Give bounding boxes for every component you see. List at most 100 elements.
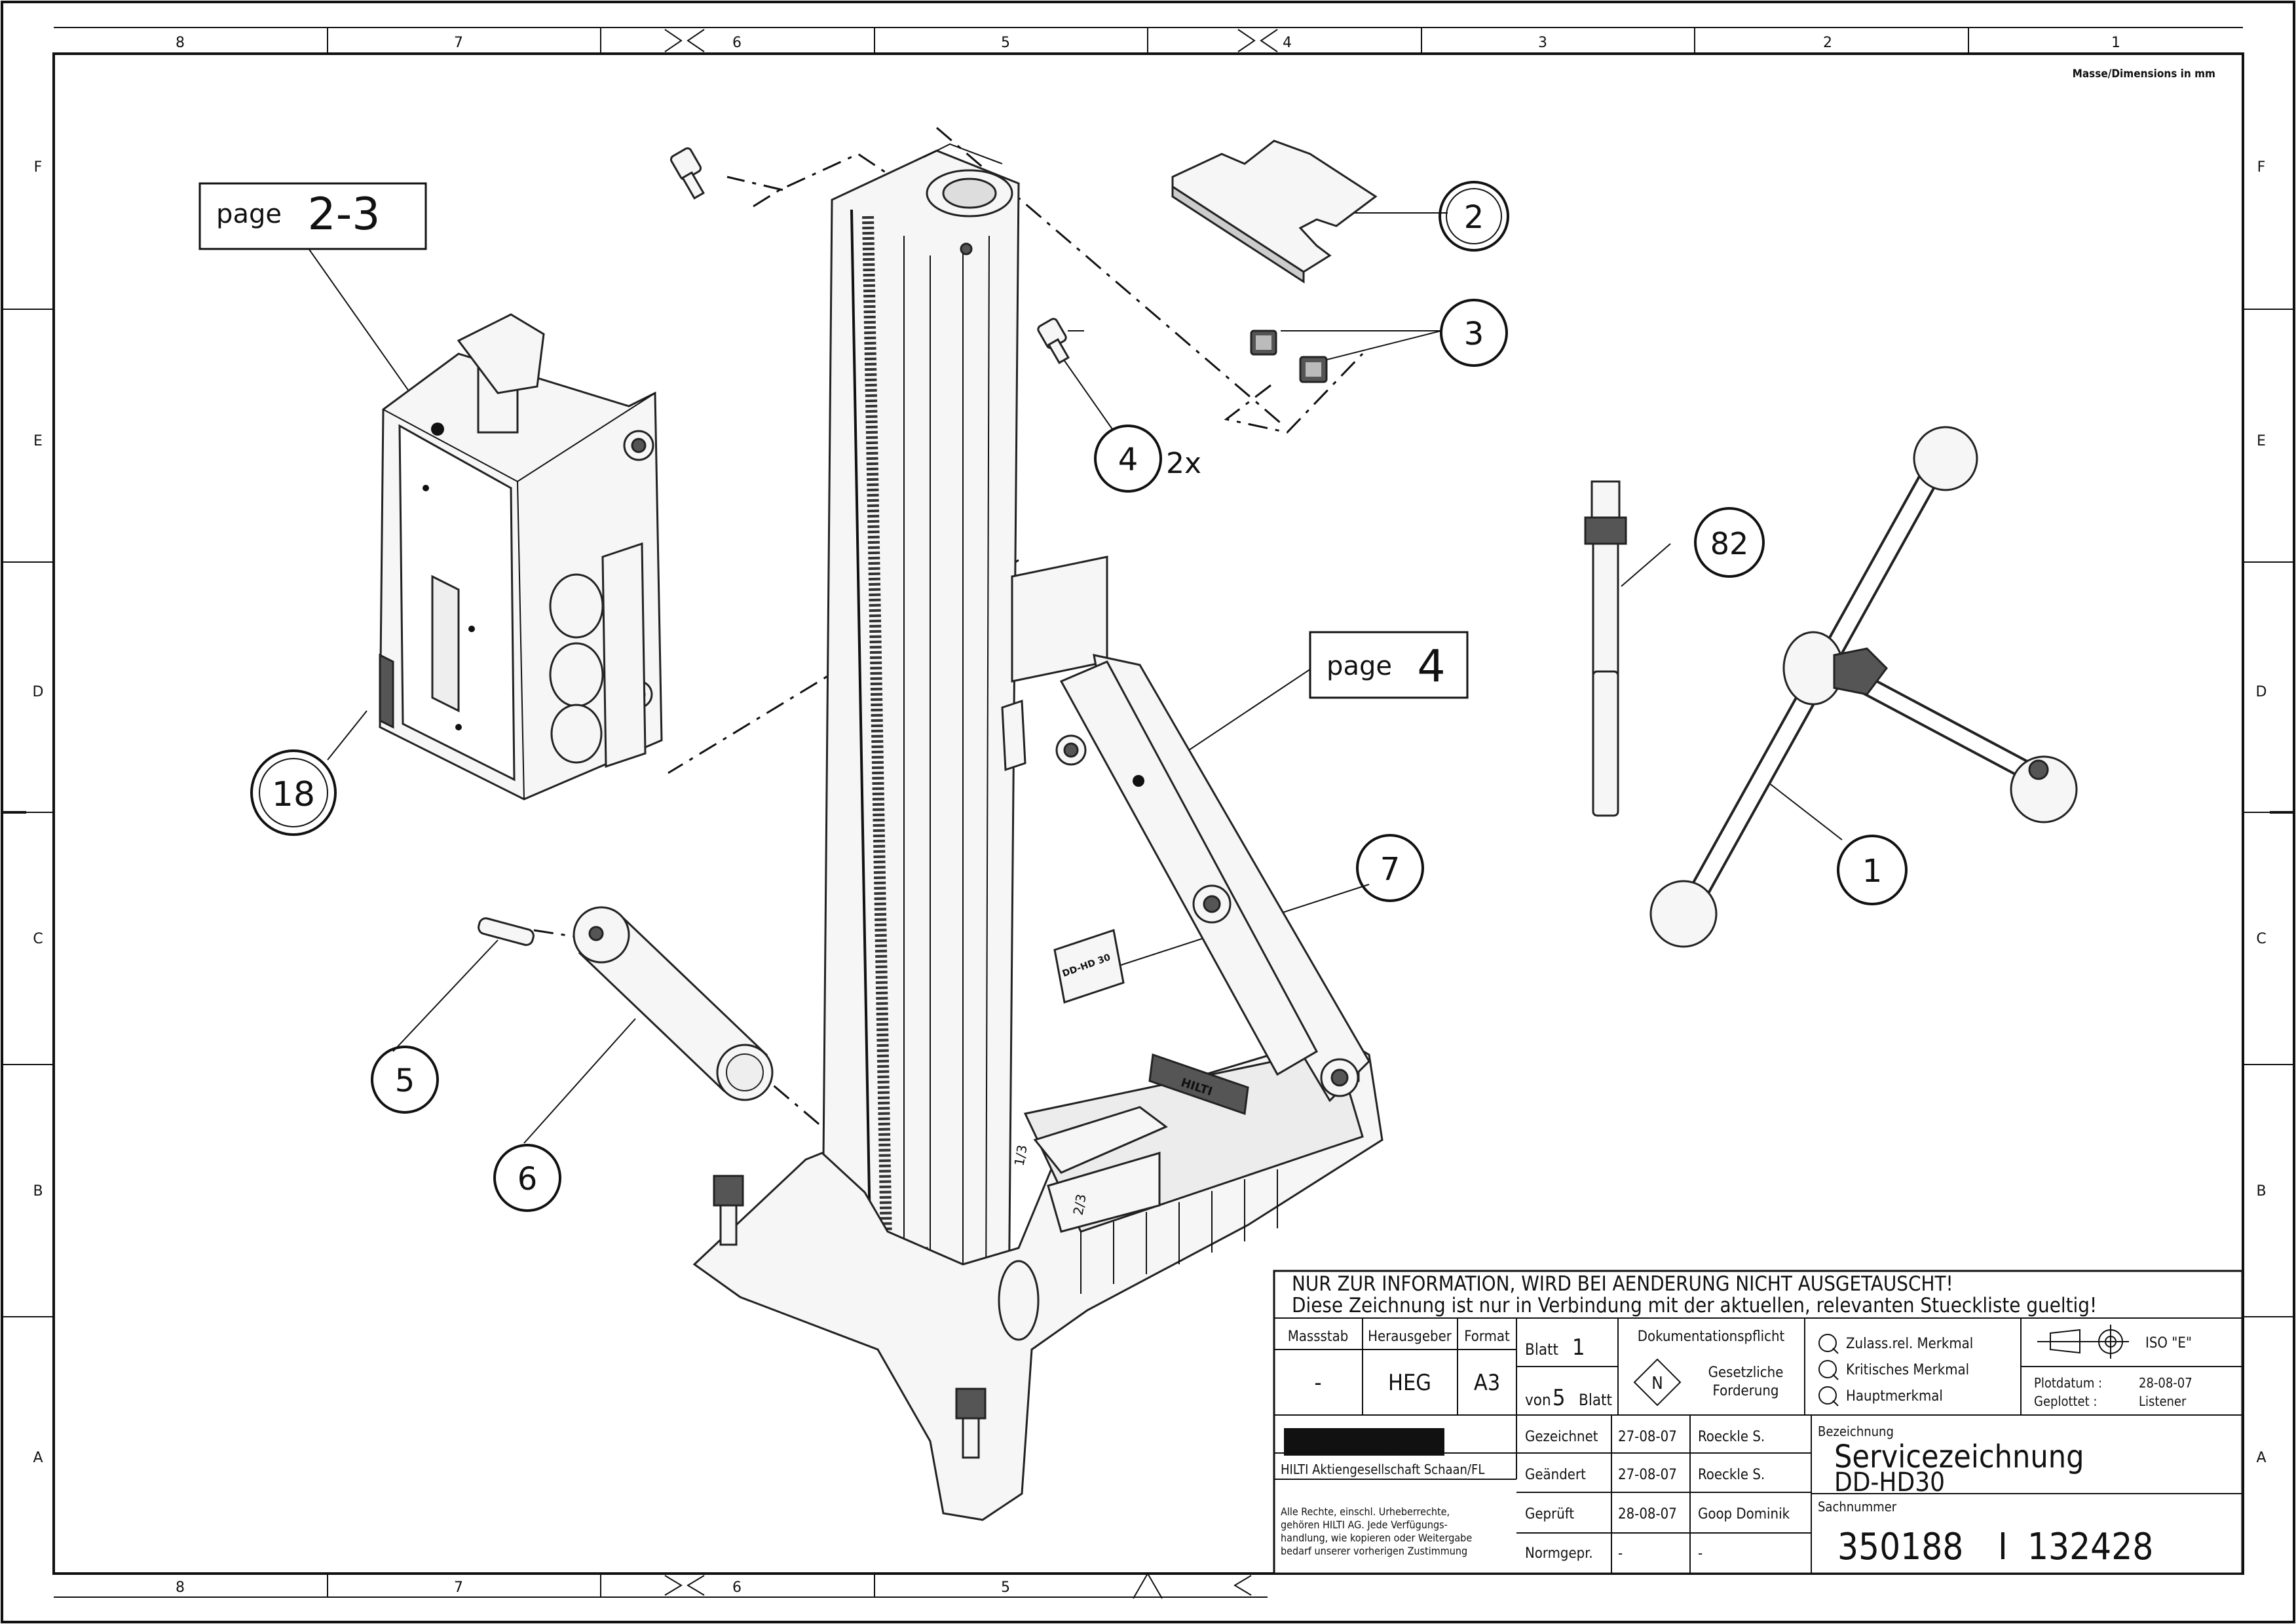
format-value: A3 bbox=[1474, 1370, 1500, 1396]
row-date: - bbox=[1618, 1545, 1623, 1562]
dokumentationspflicht-text: Forderung bbox=[1713, 1383, 1779, 1399]
merkmal-item: Zulass.rel. Merkmal bbox=[1846, 1336, 1973, 1352]
scale-mark: 2/3 bbox=[1070, 1193, 1089, 1217]
column-number: 7 bbox=[454, 1579, 463, 1596]
column-number: 6 bbox=[732, 35, 742, 51]
row-letter: C bbox=[33, 931, 43, 947]
support-arm: DD-HD 30 bbox=[1001, 556, 1370, 1103]
page-ref-label: page bbox=[1327, 651, 1392, 681]
row-name: - bbox=[1698, 1545, 1703, 1562]
lever-rod bbox=[1584, 480, 1627, 817]
von-value: 5 bbox=[1553, 1385, 1565, 1411]
row-date: 27-08-07 bbox=[1618, 1467, 1677, 1483]
sachnummer-1: 350188 bbox=[1837, 1526, 1963, 1568]
merkmal-item: Kritisches Merkmal bbox=[1846, 1362, 1969, 1378]
column-number: 5 bbox=[1001, 35, 1010, 51]
title-block: NUR ZUR INFORMATION, WIRD BEI AENDERUNG … bbox=[1273, 1270, 2244, 1575]
row-name: Roeckle S. bbox=[1698, 1429, 1765, 1445]
rights-notice: handlung, wie kopieren oder Weitergabe bbox=[1281, 1532, 1472, 1544]
blatt-label: Blatt bbox=[1525, 1340, 1558, 1359]
rights-notice: Alle Rechte, einschl. Urheberrechte, bbox=[1281, 1505, 1450, 1518]
page-ref-number: 2-3 bbox=[307, 189, 380, 240]
dokumentationspflicht-label: Dokumentationspflicht bbox=[1638, 1329, 1785, 1345]
callout-number: 5 bbox=[395, 1063, 415, 1099]
carriage-assembly bbox=[379, 313, 663, 801]
logo-text: HILTI bbox=[1325, 1429, 1402, 1454]
row-letter: E bbox=[33, 433, 43, 449]
blatt-value: 1 bbox=[1572, 1334, 1585, 1361]
rights-notice: bedarf unserer vorherigen Zustimmung bbox=[1281, 1545, 1467, 1557]
row-name: Goop Dominik bbox=[1698, 1506, 1790, 1522]
row-letter: C bbox=[2256, 931, 2266, 947]
callout-quantity: 2x bbox=[1166, 447, 1201, 480]
row-label: Gezeichnet bbox=[1525, 1429, 1598, 1445]
row-letter: F bbox=[2257, 159, 2266, 176]
company-name: HILTI Aktiengesellschaft Schaan/FL bbox=[1281, 1462, 1484, 1477]
merkmal-item: Hauptmerkmal bbox=[1846, 1388, 1943, 1405]
column-number: 6 bbox=[732, 1579, 742, 1596]
row-letter: B bbox=[33, 1183, 43, 1199]
callout-1: 1 bbox=[1837, 835, 1908, 905]
column-number: 2 bbox=[1823, 35, 1832, 51]
callout-4: 4 2x bbox=[1094, 425, 1201, 493]
callout-number: 3 bbox=[1464, 316, 1484, 352]
column-number: 8 bbox=[176, 1579, 185, 1596]
plotdatum-label: Plotdatum : bbox=[2034, 1375, 2102, 1391]
callout-number: 18 bbox=[272, 775, 315, 814]
massstab-value: - bbox=[1314, 1370, 1321, 1396]
callout-82: 82 bbox=[1694, 507, 1765, 578]
row-date: 28-08-07 bbox=[1618, 1506, 1677, 1522]
bezeichnung-label: Bezeichnung bbox=[1818, 1424, 1894, 1439]
von-suffix: Blatt bbox=[1579, 1391, 1612, 1409]
notice-line-2: Diese Zeichnung ist nur in Verbindung mi… bbox=[1292, 1294, 2097, 1317]
pin-and-sleeve bbox=[478, 906, 774, 1101]
column-number: 3 bbox=[1538, 35, 1547, 51]
geplottet-label: Geplottet : bbox=[2034, 1393, 2097, 1409]
callout-3: 3 bbox=[1440, 299, 1508, 367]
page-ref-4[interactable]: page 4 bbox=[1309, 631, 1469, 699]
bezeichnung-title: Servicezeichnung bbox=[1834, 1439, 2084, 1475]
callout-18: 18 bbox=[250, 749, 337, 836]
column-number: 5 bbox=[1001, 1579, 1010, 1596]
dokumentationspflicht-symbol: N bbox=[1651, 1374, 1663, 1393]
column-number: 1 bbox=[2111, 35, 2120, 51]
dokumentationspflicht-text: Gesetzliche bbox=[1708, 1365, 1784, 1381]
row-letter: D bbox=[2256, 684, 2267, 700]
callout-number: 7 bbox=[1380, 851, 1401, 888]
row-label: Normgepr. bbox=[1525, 1545, 1593, 1562]
cover-plate bbox=[1171, 140, 1378, 284]
herausgeber-value: HEG bbox=[1388, 1370, 1431, 1396]
projection-symbol-icon bbox=[2037, 1325, 2129, 1359]
callout-number: 6 bbox=[518, 1161, 538, 1198]
nut-parts bbox=[1250, 330, 1328, 383]
callout-7: 7 bbox=[1356, 834, 1424, 902]
callout-number: 1 bbox=[1862, 853, 1883, 890]
sachnummer-2: 132428 bbox=[2027, 1526, 2153, 1568]
hilti-logo: HILTI bbox=[1284, 1428, 1444, 1456]
callout-number: 2 bbox=[1464, 199, 1484, 236]
iso-label: ISO "E" bbox=[2145, 1335, 2192, 1351]
top-screws bbox=[669, 147, 1070, 364]
units-note: Masse/Dimensions in mm bbox=[2073, 67, 2215, 81]
callout-2: 2 bbox=[1439, 181, 1509, 252]
page-ref-label: page bbox=[216, 199, 282, 229]
callout-6: 6 bbox=[493, 1144, 561, 1212]
callout-number: 4 bbox=[1118, 442, 1139, 478]
rights-notice: gehören HILTI AG. Jede Verfügungs- bbox=[1281, 1519, 1448, 1531]
column-profile bbox=[821, 143, 1020, 1351]
page-ref-2-3[interactable]: page 2-3 bbox=[198, 182, 427, 250]
base-plate: HILTI 1/3 2/3 bbox=[692, 1034, 1383, 1521]
row-date: 27-08-07 bbox=[1618, 1429, 1677, 1445]
row-letter: F bbox=[34, 159, 43, 176]
row-letter: D bbox=[33, 684, 44, 700]
row-letter: B bbox=[2256, 1183, 2266, 1199]
row-letter: A bbox=[33, 1450, 43, 1466]
callout-number: 82 bbox=[1710, 526, 1749, 561]
scale-mark: 1/3 bbox=[1011, 1144, 1030, 1167]
notice-line-1: NUR ZUR INFORMATION, WIRD BEI AENDERUNG … bbox=[1292, 1272, 1953, 1296]
column-number: 4 bbox=[1283, 35, 1292, 51]
von-label: von bbox=[1525, 1391, 1551, 1409]
row-name: Roeckle S. bbox=[1698, 1467, 1765, 1483]
bezeichnung-model: DD-HD30 bbox=[1834, 1467, 1945, 1498]
